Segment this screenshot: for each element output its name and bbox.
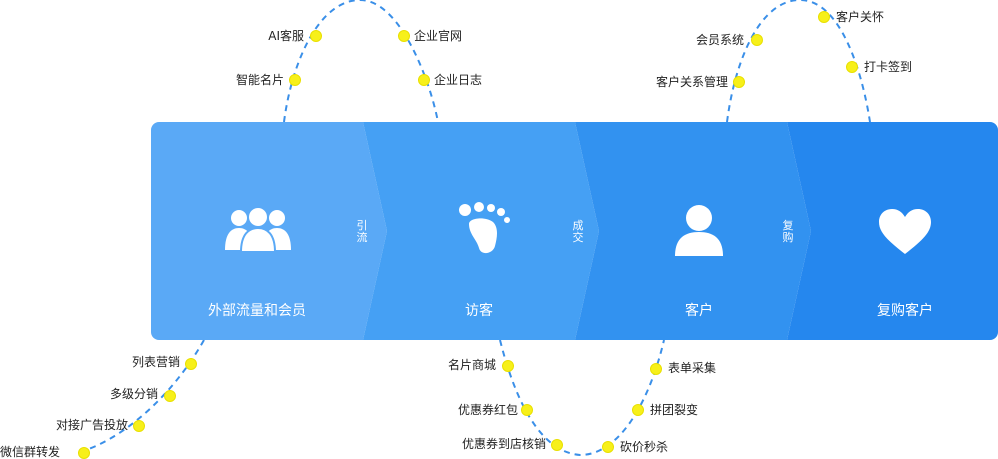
stage-label-customer: 客户 (685, 303, 713, 319)
tag-dot (521, 404, 533, 416)
transition-label-repurchase: 复购 (782, 219, 794, 244)
tag-dot (78, 447, 90, 459)
tag-dot (310, 30, 322, 42)
tag-card-mall: 名片商城 (447, 358, 496, 372)
tag-form-collection: 表单采集 (668, 361, 717, 375)
tag-dot (602, 441, 614, 453)
tag-dot (818, 11, 830, 23)
curve-top-right (726, 0, 871, 123)
heart-icon (879, 209, 931, 254)
transition-label-deal: 成交 (572, 219, 584, 244)
stage-label-repeat-customer: 复购客户 (877, 303, 933, 319)
tag-multi-level-distribution: 多级分销 (109, 387, 158, 401)
tag-dot (751, 34, 763, 46)
tag-dot (133, 420, 145, 432)
funnel-band: 外部流量和会员 访客 客户 复购客户 引流 成交 复购 (151, 122, 998, 340)
tag-dot (551, 439, 563, 451)
tag-member-system: 会员系统 (695, 33, 744, 47)
tag-dot (733, 76, 745, 88)
stage-segment-3 (575, 122, 811, 340)
tag-list-marketing: 列表营销 (131, 355, 180, 369)
user-icon (675, 205, 723, 256)
tag-company-site: 企业官网 (414, 29, 463, 43)
tag-group-buy: 拼团裂变 (650, 403, 699, 417)
tag-bargain-flash-sale: 砍价秒杀 (620, 440, 669, 454)
curve-top-left (283, 0, 439, 123)
stage-label-traffic: 外部流量和会员 (208, 303, 306, 319)
tag-ad-placement: 对接广告投放 (55, 418, 128, 432)
tag-smart-card: 智能名片 (235, 73, 284, 87)
tag-dot (418, 74, 430, 86)
tag-dot (185, 358, 197, 370)
tag-ai-service: AI客服 (268, 29, 304, 43)
tag-coupon-redeem: 优惠券到店核销 (461, 437, 546, 451)
tag-company-log: 企业日志 (434, 73, 483, 87)
tag-dot (289, 74, 301, 86)
tag-dot (846, 61, 858, 73)
tag-customer-care: 客户关怀 (836, 10, 885, 24)
tag-dot (398, 30, 410, 42)
tag-dot (502, 360, 514, 372)
tag-wechat-group-share: 微信群转发 (0, 445, 61, 459)
tag-dot (632, 404, 644, 416)
transition-label-attract: 引流 (356, 219, 368, 244)
users-icon (225, 206, 291, 252)
tag-dot (164, 390, 176, 402)
tag-coupon-red-packet: 优惠券红包 (457, 403, 518, 417)
tag-dot (650, 363, 662, 375)
tag-check-in: 打卡签到 (864, 60, 913, 74)
tag-crm: 客户关系管理 (655, 75, 728, 89)
stage-label-visitor: 访客 (465, 303, 493, 319)
footprint-icon (459, 202, 510, 254)
